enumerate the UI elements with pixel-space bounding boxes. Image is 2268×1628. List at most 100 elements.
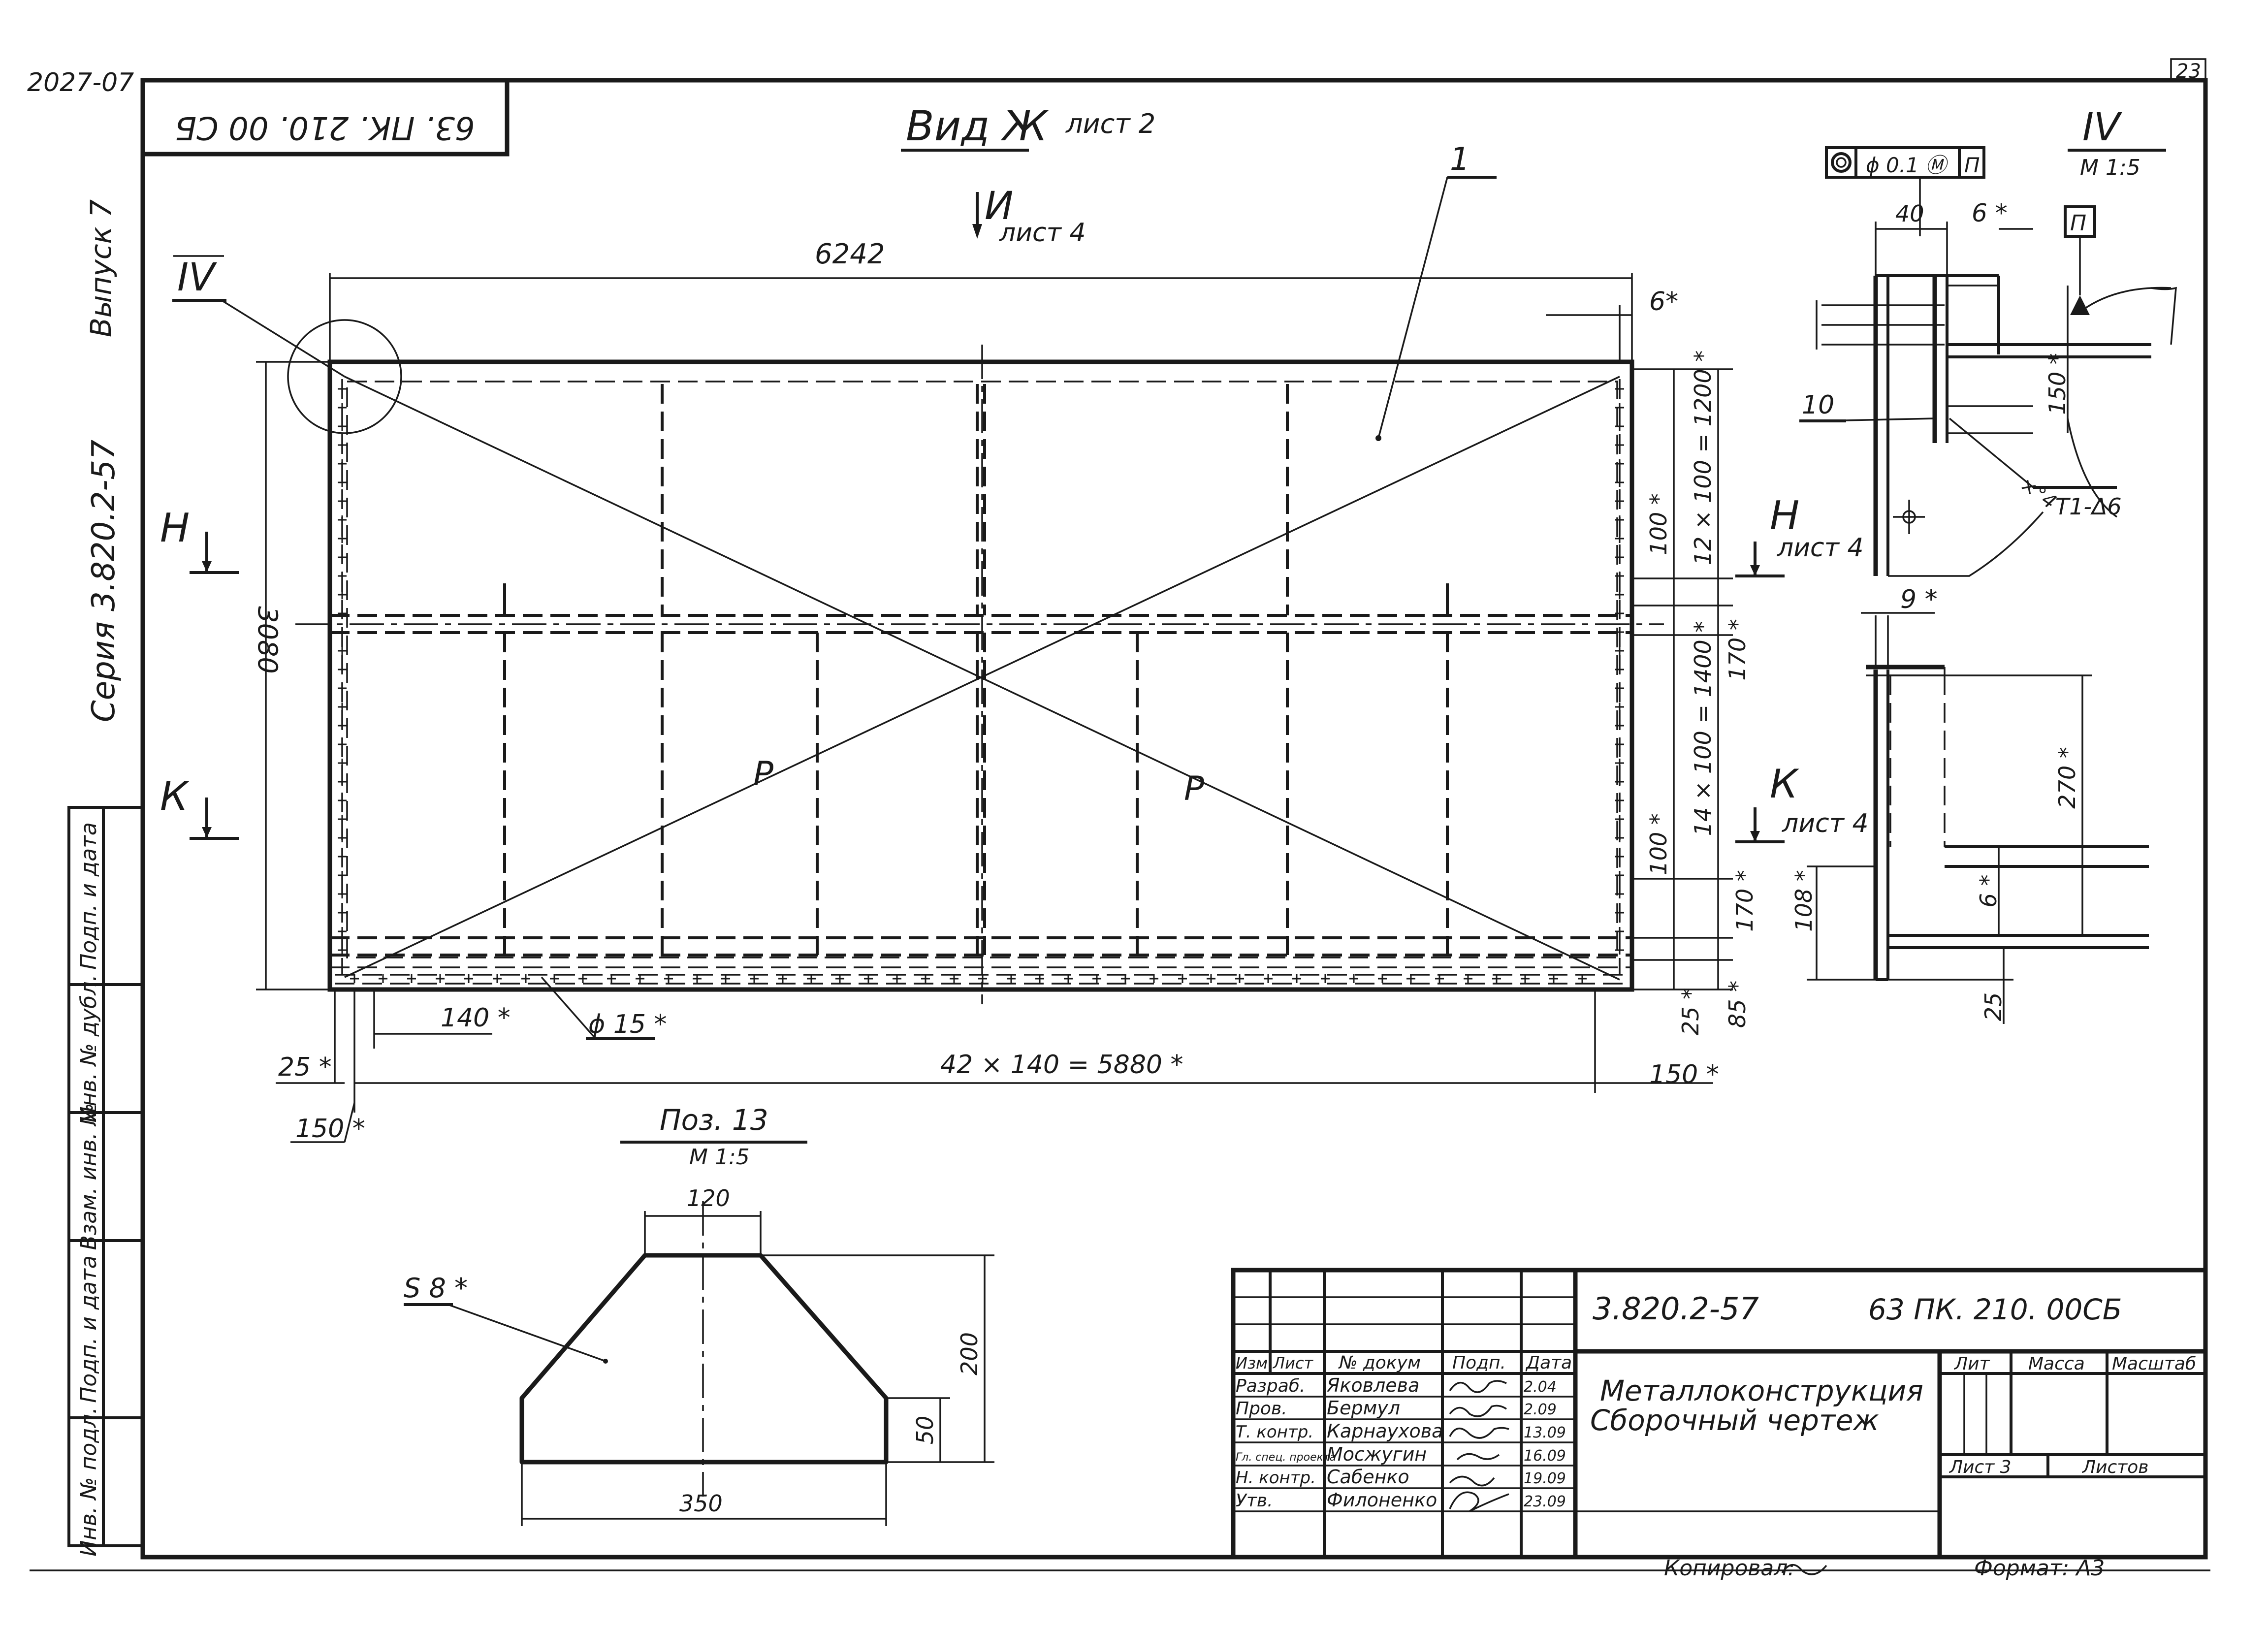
bolt-hole-right xyxy=(1615,609,1624,618)
bolt-hole-bottom xyxy=(750,974,759,983)
dim-85: 85 * xyxy=(1724,981,1751,1028)
bolt-hole-bottom xyxy=(721,974,730,983)
tb-col-izm: Изм xyxy=(1236,1354,1268,1373)
bolt-hole-bottom xyxy=(835,974,844,983)
bolt-hole-bottom xyxy=(1150,974,1158,983)
bolt-hole-bottom xyxy=(1321,974,1330,983)
poz13-dim-120: 120 xyxy=(687,1185,730,1212)
seriya-label: Серия 3.820.2-57 xyxy=(86,440,122,722)
detail-iv-base: П xyxy=(2070,211,2086,236)
bolt-hole-right xyxy=(1615,628,1624,637)
poz13-scale: М 1:5 xyxy=(689,1145,750,1170)
dim-14x100: 14 × 100 = 1400 * xyxy=(1690,621,1716,836)
tb-person: Сабенко xyxy=(1327,1466,1409,1488)
dim-100-bot: 100 * xyxy=(1645,813,1672,875)
tb-person: Филоненко xyxy=(1327,1489,1437,1511)
bolt-hole-bottom xyxy=(1264,974,1273,983)
poz13-dim-50: 50 xyxy=(912,1416,938,1445)
tb-list: Лист 3 xyxy=(1949,1457,2012,1477)
bolt-hole-bottom xyxy=(807,974,816,983)
detail-section-dim-25: 25 xyxy=(1980,992,2007,1021)
dim-25-right: 25 * xyxy=(1677,988,1704,1035)
bolt-hole-right xyxy=(1615,890,1624,898)
dim-width: 6242 xyxy=(815,238,885,270)
bolt-hole-right xyxy=(1615,777,1624,786)
bolt-hole-bottom xyxy=(1178,974,1187,983)
bolt-hole-right xyxy=(1615,908,1624,917)
bolt-hole-right xyxy=(1615,665,1624,674)
tb-date: 2.04 xyxy=(1524,1378,1557,1396)
view-i-marker: И лист 4 xyxy=(972,184,1086,248)
dim-100-top: 100 * xyxy=(1645,493,1672,555)
tb-date: 16.09 xyxy=(1524,1447,1566,1465)
bolt-hole-left xyxy=(338,759,347,767)
section-h-right-letter: Н xyxy=(1770,493,1799,539)
bolt-hole-left xyxy=(338,515,347,524)
detail-section-dim-270: 270 * xyxy=(2054,747,2080,808)
detail-iv-weld: Т1-Δ6 xyxy=(2055,493,2122,520)
page-number: 23 xyxy=(2176,60,2201,83)
bolt-hole-left xyxy=(338,927,347,936)
dim-hole: ϕ 15 * xyxy=(588,1010,667,1039)
bolt-hole-right xyxy=(1615,759,1624,767)
tb-person: Яковлева xyxy=(1326,1374,1419,1396)
view-i-letter: И xyxy=(985,184,1013,228)
bolt-hole-bottom xyxy=(607,974,616,983)
tb-role: Гл. спец. проекта xyxy=(1236,1451,1336,1464)
dim-height: 3080 xyxy=(252,606,283,673)
bolt-hole-bottom xyxy=(693,974,702,983)
section-h-right-marker: Н лист 4 xyxy=(1735,493,1864,577)
tb-row-6: Утв. Филоненко 23.09 xyxy=(1236,1489,1566,1511)
bolt-hole-left xyxy=(338,777,347,786)
item-1-leader: 1 xyxy=(1375,141,1497,441)
p-label-1: Р xyxy=(753,755,773,794)
section-k-right-letter: К xyxy=(1770,761,1799,807)
item-1-label: 1 xyxy=(1450,141,1470,178)
detail-iv-ref: IV xyxy=(177,255,217,300)
kopiroval-label: Копировал: xyxy=(1664,1556,1795,1581)
section-k-right-marker: К лист 4 xyxy=(1735,761,1869,843)
dim-25-left: 25 * xyxy=(278,1053,332,1082)
bolt-hole-right xyxy=(1615,815,1624,824)
bolt-hole-left xyxy=(338,441,347,449)
bolt-hole-left xyxy=(338,833,347,842)
bolt-hole-bottom xyxy=(1007,974,1016,983)
section-k-marker: К xyxy=(160,773,239,840)
bolt-hole-right xyxy=(1615,684,1624,693)
view-title: Вид Ж xyxy=(906,102,1049,150)
bolt-hole-right xyxy=(1615,740,1624,749)
bolt-hole-left xyxy=(338,721,347,730)
bolt-hole-bottom xyxy=(1121,974,1130,983)
vypusk-label: Выпуск 7 xyxy=(84,199,118,337)
corner-code: 2027-07 xyxy=(27,68,134,97)
section-h-marker: Н xyxy=(160,505,239,574)
bolt-hole-bottom xyxy=(1235,974,1244,983)
bolt-hole-bottom xyxy=(1521,974,1530,983)
tb-date: 23.09 xyxy=(1524,1493,1566,1510)
section-h-right-sheet: лист 4 xyxy=(1777,533,1864,563)
bolt-hole-bottom xyxy=(893,974,901,983)
dim-bottom: 140 * ϕ 15 * 25 * 42 × 140 = 5880 * 150 … xyxy=(276,976,1719,1144)
format-label: Формат: А3 xyxy=(1974,1556,2105,1581)
bolt-hole-bottom xyxy=(1406,974,1415,983)
bolt-hole-bottom xyxy=(578,974,587,983)
bolt-hole-right xyxy=(1615,459,1624,468)
bolt-hole-right xyxy=(1615,515,1624,524)
bolt-hole-bottom xyxy=(1092,974,1101,983)
bolt-hole-bottom xyxy=(1064,974,1073,983)
tb-date: 2.09 xyxy=(1524,1401,1557,1418)
poz13-title: Поз. 13 xyxy=(660,1103,768,1137)
dim-6-top: 6* xyxy=(1546,287,1678,362)
tb-name-2: Сборочный чертеж xyxy=(1590,1404,1879,1437)
bolt-hole-bottom xyxy=(1464,974,1472,983)
detail-iv-tolerance: ϕ 0.1 Ⓜ xyxy=(1866,153,1949,177)
bolt-hole-bottom xyxy=(1578,974,1587,983)
poz13-dim-350: 350 xyxy=(679,1490,723,1517)
bolt-hole-bottom xyxy=(1435,974,1444,983)
tb-name-1: Металлоконструкция xyxy=(1600,1374,1923,1407)
bolt-hole-left xyxy=(338,890,347,898)
tb-role: Т. контр. xyxy=(1236,1422,1313,1442)
tb-row-5: Н. контр. Сабенко 19.09 xyxy=(1236,1466,1566,1488)
bolt-hole-bottom xyxy=(350,974,359,983)
view-title-sheet: лист 2 xyxy=(1065,108,1155,139)
